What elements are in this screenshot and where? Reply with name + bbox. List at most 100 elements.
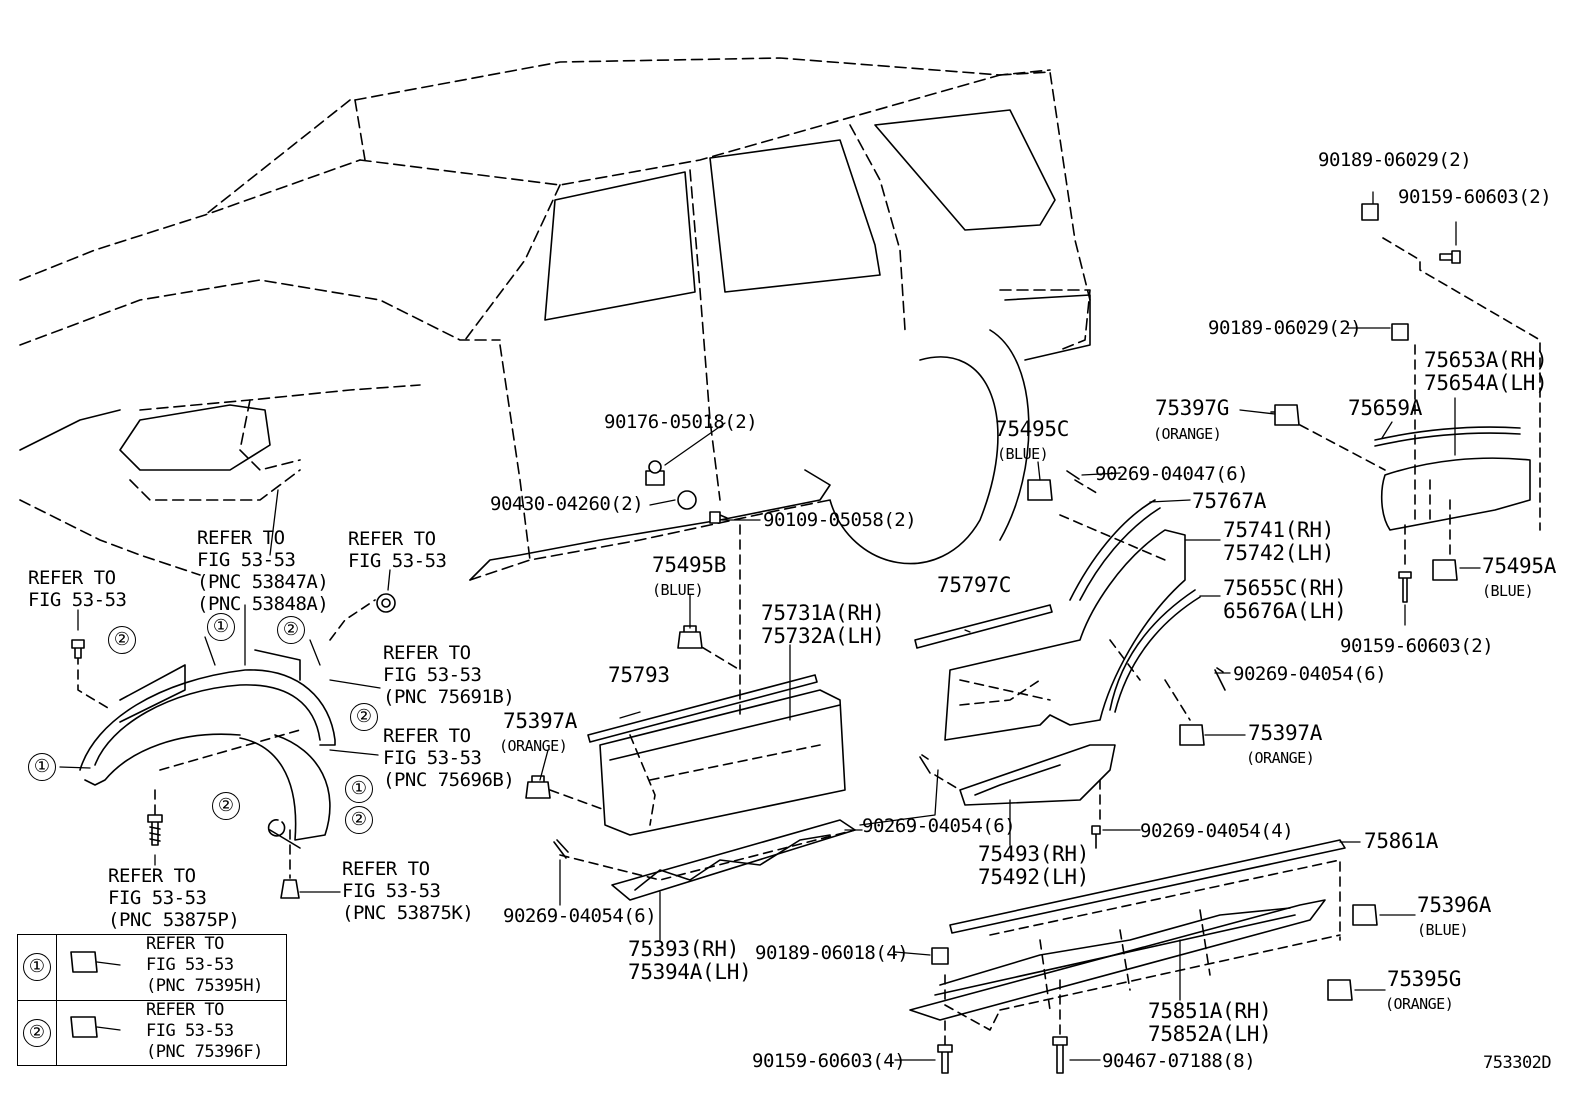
legend-table: ① REFER TO FIG 53-53 (PNC 75395H) ② REFE… <box>17 934 287 1066</box>
part-75851[interactable]: 75851A(RH) <box>1148 999 1272 1023</box>
part-75397A-right-color: (ORANGE) <box>1246 749 1315 767</box>
refer-flare-lower: REFER TO FIG 53-53 (PNC 75696B) <box>383 725 515 791</box>
part-75397G[interactable]: 75397G <box>1155 396 1230 420</box>
rear-retainer <box>959 744 1116 806</box>
part-90189-mid[interactable]: 90189-06029(2) <box>1208 317 1362 339</box>
leader-lines <box>59 191 1481 1061</box>
clip-icon <box>1270 404 1300 426</box>
rear-door-panel <box>1374 426 1531 531</box>
front-retainer <box>611 819 856 901</box>
front-door-dashes <box>549 524 856 881</box>
part-75852[interactable]: 75852A(LH) <box>1148 1022 1272 1046</box>
callout-2: ② <box>350 703 378 731</box>
clip-icon <box>70 1016 98 1038</box>
legend-number-cell: ② <box>18 1001 57 1066</box>
rear-quarter-moulding <box>944 499 1201 741</box>
part-75394[interactable]: 75394A(LH) <box>628 960 752 984</box>
pin-icon <box>553 839 569 859</box>
part-90269-d[interactable]: 90269-04054(6) <box>862 815 1016 837</box>
inner-liner <box>239 734 331 849</box>
rocker-strip <box>949 839 1346 934</box>
refer-flare-upper: REFER TO FIG 53-53 (PNC 75691B) <box>383 642 515 708</box>
screw-icon <box>147 814 163 846</box>
vehicle-outline <box>19 57 1091 581</box>
screw-icon <box>937 1044 953 1074</box>
rear-dashes <box>934 479 1191 826</box>
nut-icon <box>931 947 949 965</box>
part-75397G-color: (ORANGE) <box>1153 425 1222 443</box>
rocker-dashes <box>944 859 1341 1046</box>
rocker-panel <box>909 899 1326 1021</box>
part-90269-e[interactable]: 90269-04054(4) <box>1140 820 1294 842</box>
refer-front-left: REFER TO FIG 53-53 <box>28 567 127 611</box>
part-75732[interactable]: 75732A(LH) <box>761 624 885 648</box>
part-75653[interactable]: 75653A(RH) <box>1424 348 1548 372</box>
vehicle-solid-lines <box>19 109 1091 581</box>
legend-callout-2: ② <box>23 1019 51 1047</box>
part-75495C-color: (BLUE) <box>997 445 1049 463</box>
part-75741[interactable]: 75741(RH) <box>1223 518 1335 542</box>
legend-text: REFER TO FIG 53-53 (PNC 75395H) <box>146 934 263 996</box>
part-75654[interactable]: 75654A(LH) <box>1424 371 1548 395</box>
part-75397A-right[interactable]: 75397A <box>1248 721 1323 745</box>
callout-1: ① <box>207 613 235 641</box>
part-90467[interactable]: 90467-07188(8) <box>1102 1050 1256 1072</box>
part-90189-bot[interactable]: 90189-06018(4) <box>755 942 909 964</box>
figure-id: 753302D <box>1483 1053 1552 1073</box>
rear-door-dashes <box>1299 237 1541 571</box>
part-90430[interactable]: 90430-04260(2) <box>490 493 644 515</box>
part-90159-top[interactable]: 90159-60603(2) <box>1398 186 1552 208</box>
clip-icon <box>1352 904 1378 926</box>
part-90109[interactable]: 90109-05058(2) <box>763 509 917 531</box>
part-75797C[interactable]: 75797C <box>937 573 1012 597</box>
part-75495C[interactable]: 75495C <box>995 417 1070 441</box>
nut-icon <box>1361 203 1379 221</box>
part-75861A[interactable]: 75861A <box>1364 829 1439 853</box>
part-90189-top[interactable]: 90189-06029(2) <box>1318 149 1472 171</box>
legend-text: REFER TO FIG 53-53 (PNC 75396F) <box>146 1000 263 1062</box>
washer-icon <box>677 490 697 510</box>
part-75731[interactable]: 75731A(RH) <box>761 601 885 625</box>
grommet-icon <box>376 593 396 613</box>
front-door-moulding <box>587 674 846 836</box>
part-75495A[interactable]: 75495A <box>1482 554 1557 578</box>
part-75495B-color: (BLUE) <box>652 581 704 599</box>
clip-icon <box>1027 479 1053 501</box>
rear-moulding-strip <box>914 604 1053 649</box>
nut-icon <box>280 879 300 899</box>
part-75395G[interactable]: 75395G <box>1387 967 1462 991</box>
part-65676[interactable]: 65676A(LH) <box>1223 599 1347 623</box>
callout-2: ② <box>212 792 240 820</box>
refer-fender-clip: REFER TO FIG 53-53 <box>348 528 447 572</box>
part-90176[interactable]: 90176-05018(2) <box>604 411 758 433</box>
part-75397A-left[interactable]: 75397A <box>503 709 578 733</box>
nut-icon <box>1391 323 1409 341</box>
pin-icon <box>919 754 931 774</box>
part-75793[interactable]: 75793 <box>608 663 670 687</box>
part-90269-c[interactable]: 90269-04054(6) <box>1233 663 1387 685</box>
part-75495B[interactable]: 75495B <box>652 553 727 577</box>
part-75493[interactable]: 75493(RH) <box>978 842 1090 866</box>
part-75767A[interactable]: 75767A <box>1192 489 1267 513</box>
clip-icon <box>1327 979 1353 1001</box>
legend-row: ② REFER TO FIG 53-53 (PNC 75396F) <box>18 1000 286 1066</box>
refer-nut-bottom: REFER TO FIG 53-53 (PNC 53875K) <box>342 858 474 924</box>
part-75395G-color: (ORANGE) <box>1385 995 1454 1013</box>
clip-icon <box>1432 559 1458 581</box>
refer-screw-bottom-left: REFER TO FIG 53-53 (PNC 53875P) <box>108 865 240 931</box>
pin-icon <box>1066 470 1080 480</box>
part-90159-mid[interactable]: 90159-60603(2) <box>1340 635 1494 657</box>
part-90159-bot[interactable]: 90159-60603(4) <box>752 1050 906 1072</box>
part-75396A[interactable]: 75396A <box>1417 893 1492 917</box>
part-90269-a[interactable]: 90269-04054(6) <box>503 905 657 927</box>
part-90269-b[interactable]: 90269-04047(6) <box>1095 463 1249 485</box>
part-75492[interactable]: 75492(LH) <box>978 865 1090 889</box>
part-75655[interactable]: 75655C(RH) <box>1223 576 1347 600</box>
part-75659A[interactable]: 75659A <box>1348 396 1423 420</box>
part-75393[interactable]: 75393(RH) <box>628 937 740 961</box>
part-75742[interactable]: 75742(LH) <box>1223 541 1335 565</box>
clip-icon <box>677 625 703 649</box>
front-dashed-leaders <box>77 599 376 879</box>
